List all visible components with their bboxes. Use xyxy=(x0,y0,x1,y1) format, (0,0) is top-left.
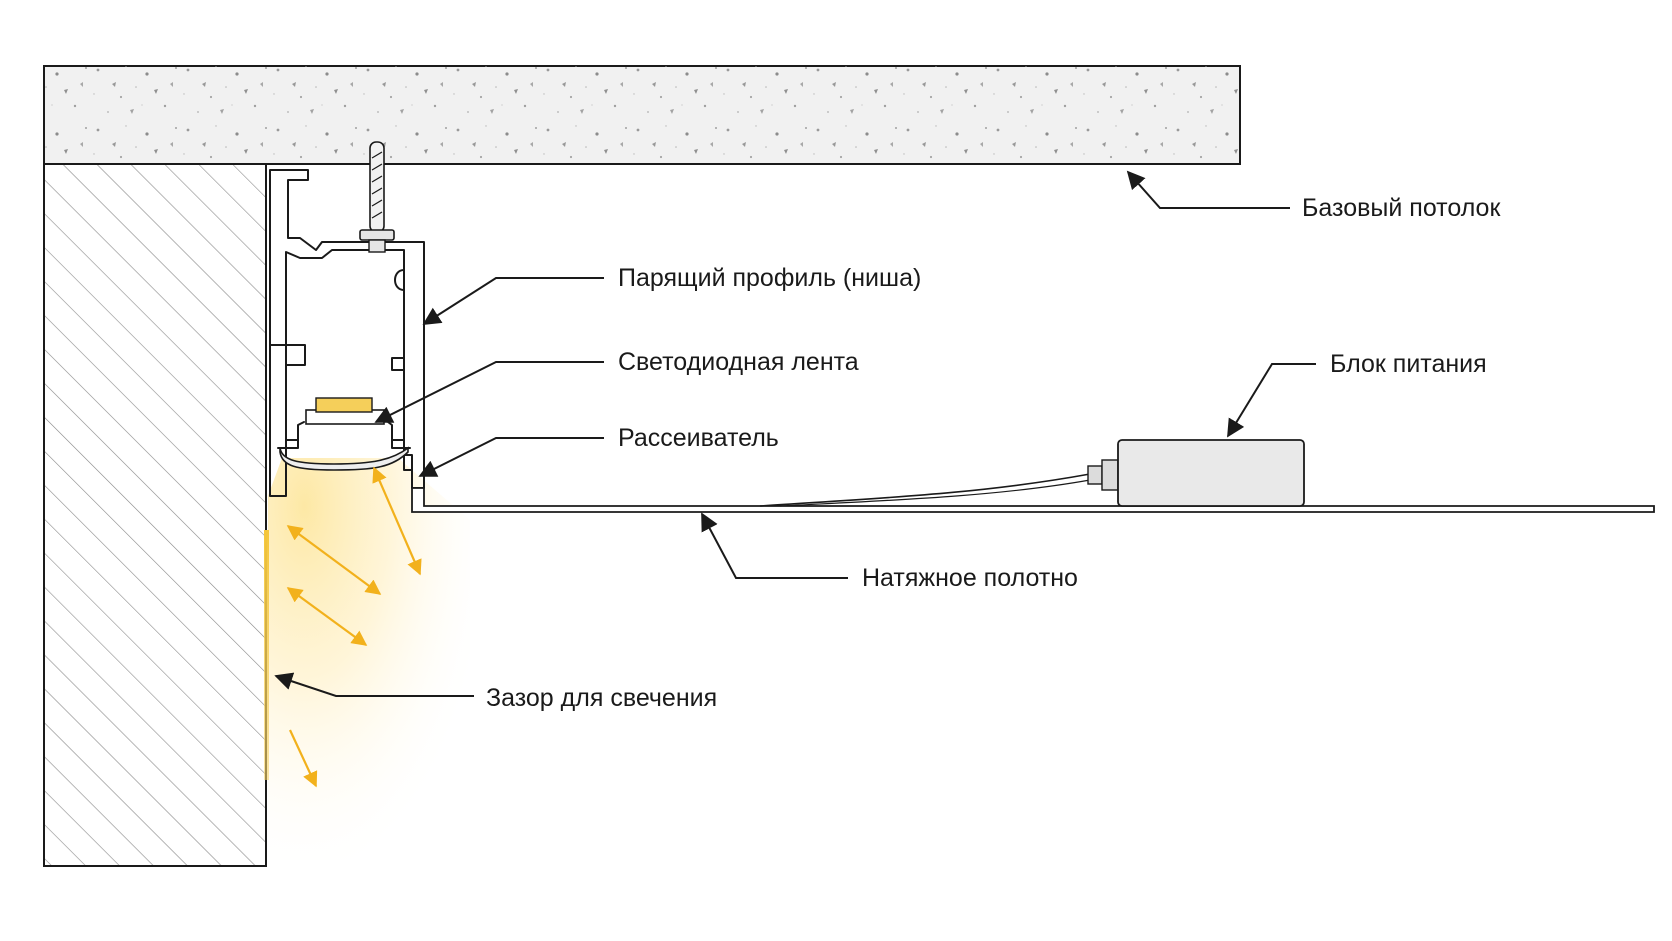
wall-section xyxy=(43,163,267,867)
power-supply-unit xyxy=(759,439,1305,507)
label-stretch-canvas: Натяжное полотно xyxy=(862,564,1078,592)
label-base-ceiling: Базовый потолок xyxy=(1302,194,1501,222)
label-diffuser: Рассеиватель xyxy=(618,424,779,452)
leader-lines xyxy=(274,170,1316,697)
diffuser xyxy=(277,439,411,471)
light-glow xyxy=(264,458,470,860)
label-glow-gap: Зазор для свечения xyxy=(486,684,717,712)
label-led-strip: Светодиодная лента xyxy=(618,348,859,376)
stretch-canvas xyxy=(411,487,1655,513)
label-power-supply: Блок питания xyxy=(1330,350,1487,378)
led-strip xyxy=(305,397,385,425)
base-ceiling-slab xyxy=(43,65,1241,165)
anchor-screw xyxy=(359,141,395,253)
label-floating-profile: Парящий профиль (ниша) xyxy=(618,264,921,292)
light-rays xyxy=(286,466,422,788)
